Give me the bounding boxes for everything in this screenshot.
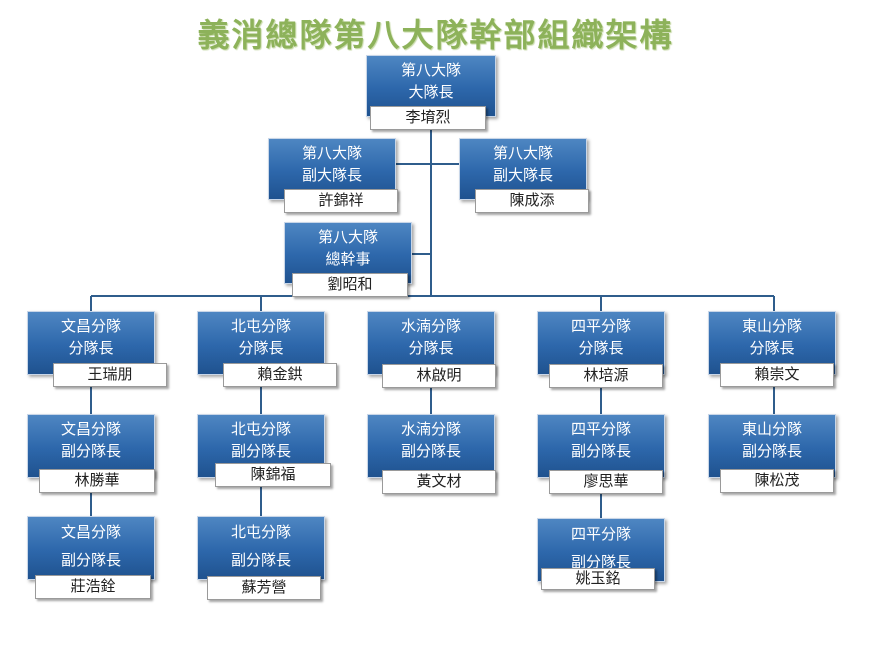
node-dongshan-deputy-1-box: 東山分隊 副分隊長: [708, 414, 836, 478]
node-name: 李堉烈: [370, 106, 486, 130]
node-role: 大隊長: [408, 83, 454, 101]
node-unit: 水湳分隊: [400, 317, 461, 335]
node-role: 副大隊長: [301, 166, 362, 184]
node-role: 副分隊長: [570, 553, 631, 571]
node-role: 分隊長: [408, 339, 454, 357]
node-unit: 東山分隊: [741, 420, 802, 438]
chart-title: 義消總隊第八大隊幹部組織架構: [197, 16, 674, 54]
node-role: 副分隊長: [60, 442, 121, 460]
node-unit: 第八大隊: [400, 61, 461, 79]
node-wenchang-deputy-1-box: 文昌分隊 副分隊長: [27, 414, 155, 478]
node-unit: 四平分隊: [570, 420, 631, 438]
node-role: 副大隊長: [492, 166, 553, 184]
node-role: 副分隊長: [60, 551, 121, 569]
node-unit: 第八大隊: [317, 228, 378, 246]
node-name: 賴崇文: [720, 363, 834, 387]
node-name: 林啟明: [382, 364, 496, 388]
node-unit: 文昌分隊: [60, 317, 121, 335]
node-name: 黃文材: [382, 470, 496, 494]
node-role: 總幹事: [325, 250, 371, 268]
node-name: 陳錦福: [215, 463, 331, 487]
node-wenchang-deputy-2-box: 文昌分隊 副分隊長: [27, 516, 155, 580]
node-unit: 東山分隊: [741, 317, 802, 335]
node-unit: 水湳分隊: [400, 420, 461, 438]
node-role: 副分隊長: [230, 551, 291, 569]
node-siping-deputy-1-box: 四平分隊 副分隊長: [537, 414, 665, 478]
node-role: 分隊長: [238, 339, 284, 357]
node-unit: 四平分隊: [570, 317, 631, 335]
node-unit: 北屯分隊: [230, 420, 291, 438]
node-name: 王瑞朋: [53, 363, 167, 387]
node-name: 許錦祥: [284, 189, 398, 213]
node-name: 陳成添: [475, 189, 589, 213]
node-name: 蘇芳營: [207, 576, 321, 600]
node-role: 副分隊長: [400, 442, 461, 460]
node-name: 姚玉銘: [541, 568, 655, 590]
node-name: 林勝華: [39, 469, 155, 493]
node-unit: 第八大隊: [301, 144, 362, 162]
node-role: 副分隊長: [741, 442, 802, 460]
node-unit: 文昌分隊: [60, 420, 121, 438]
node-role: 分隊長: [578, 339, 624, 357]
node-name: 林培源: [549, 364, 663, 388]
node-name: 陳松茂: [720, 469, 834, 493]
node-beitun-deputy-2-box: 北屯分隊 副分隊長: [197, 516, 325, 580]
node-unit: 四平分隊: [570, 525, 631, 543]
node-role: 分隊長: [749, 339, 795, 357]
node-name: 劉昭和: [292, 273, 408, 297]
node-unit: 文昌分隊: [60, 523, 121, 541]
node-name: 廖思華: [549, 470, 663, 494]
node-role: 副分隊長: [570, 442, 631, 460]
node-role: 副分隊長: [230, 442, 291, 460]
node-name: 莊浩銓: [35, 575, 151, 599]
node-unit: 北屯分隊: [230, 317, 291, 335]
node-unit: 北屯分隊: [230, 523, 291, 541]
node-role: 分隊長: [68, 339, 114, 357]
node-shuinan-deputy-1-box: 水湳分隊 副分隊長: [367, 414, 495, 478]
node-name: 賴金鉷: [223, 363, 337, 387]
node-unit: 第八大隊: [492, 144, 553, 162]
